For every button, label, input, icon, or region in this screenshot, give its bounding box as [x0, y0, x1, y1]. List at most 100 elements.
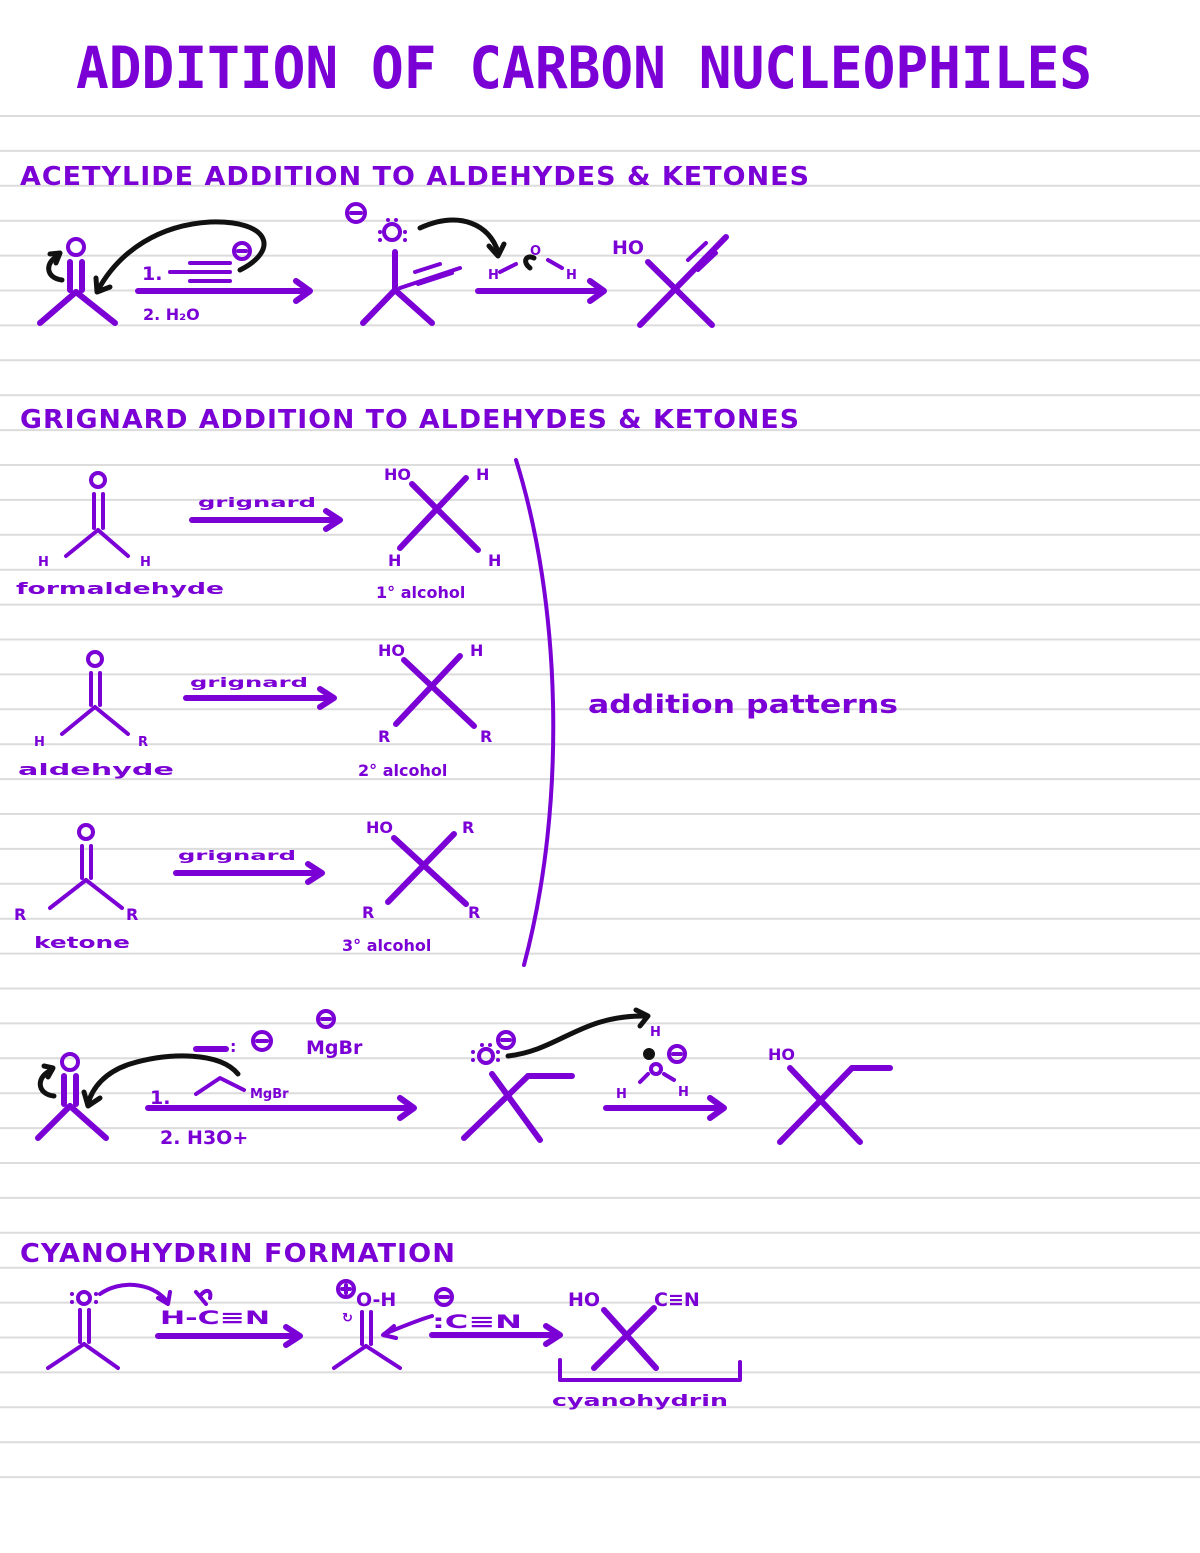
grignard-row-aldehyde: H R aldehyde grignard HO H R R 2° alcoho… — [18, 641, 492, 780]
oxocarbenium-intermediate-structure: O-H ↻ — [332, 1279, 402, 1370]
substituent-label: H — [34, 735, 45, 750]
substituent-label: R — [468, 903, 480, 922]
reagent-hcn: H-C≡N — [160, 1307, 270, 1329]
oxygen-atom — [66, 237, 86, 257]
nucleophile-curved-arrow-icon — [85, 1053, 241, 1107]
substituent-label: R — [138, 735, 148, 750]
arrowhead-icon — [633, 1007, 651, 1029]
reagent-step-2: 2. H₂O — [143, 305, 200, 324]
tertiary-alcohol-product-structure: HO — [768, 1045, 893, 1145]
product-bracket — [558, 1358, 742, 1382]
curved-arrow-icon — [98, 1282, 168, 1302]
section-heading-acetylide: ACETYLIDE ADDITION TO ALDEHYDES & KETONE… — [20, 162, 810, 192]
reaction-arrow-icon — [317, 686, 337, 710]
proton-transfer-arrow-icon — [505, 1013, 649, 1059]
arrow-label: grignard — [190, 676, 308, 691]
oxygen-atom — [649, 1062, 663, 1076]
reactant-name: ketone — [34, 933, 130, 952]
substituent-label: R — [462, 818, 474, 837]
negative-charge-icon — [251, 1030, 273, 1052]
arrowhead-icon — [41, 1063, 56, 1080]
grignard-row-ketone: R R ketone grignard HO R R R 3° alcohol — [14, 818, 480, 955]
reagent-mgbr: MgBr — [250, 1087, 289, 1102]
reaction-arrow-icon — [305, 861, 325, 885]
arrowhead-icon — [156, 1290, 172, 1306]
nucleophile-curved-arrow-icon — [95, 219, 267, 293]
section-cyanohydrin: CYANOHYDRIN FORMATION H-C≡N O-H ↻ — [20, 1239, 742, 1410]
arrowhead-icon — [486, 241, 507, 259]
reagent-step-1: 1. — [150, 1087, 170, 1109]
cyanide-ion: :C≡N — [432, 1311, 522, 1333]
arrowhead-icon — [93, 275, 113, 295]
hydronium-ion: H H H — [616, 1025, 689, 1102]
grignard-row-formaldehyde: H H formaldehyde grignard HO H H H 1° al… — [16, 465, 501, 602]
substituent-label: HO — [384, 465, 411, 484]
reaction-arrow-icon — [293, 278, 313, 304]
substituent-label: H — [388, 551, 401, 570]
arrow-label: grignard — [178, 849, 296, 864]
oxygen-atom — [76, 1290, 92, 1306]
carbanion-lone-pair: : — [230, 1037, 236, 1056]
cyanohydrin-product-structure: HO C≡N cyanohydrin — [552, 1289, 742, 1410]
reagent-step-2: 2. H3O+ — [160, 1127, 248, 1149]
curved-arrow-icon — [643, 1048, 655, 1060]
reaction-arrow-icon — [323, 508, 343, 532]
product-name: cyanohydrin — [552, 1391, 728, 1410]
reaction-arrow-icon — [587, 278, 607, 304]
section-grignard-mechanism: : MgBr 1. MgBr 2. H3O+ H — [35, 1007, 893, 1149]
alkoxide-intermediate-structure — [461, 1030, 575, 1143]
negative-charge-icon — [345, 202, 367, 224]
hydroxyl-group-label: O-H — [356, 1289, 396, 1311]
hydronium-hydrogen: H — [650, 1025, 661, 1040]
positive-charge-icon — [667, 1044, 687, 1064]
product-name: 3° alcohol — [342, 936, 431, 955]
propargyl-alcohol-product-structure: HO — [612, 234, 729, 328]
resonance-arrow: ↻ — [342, 1311, 353, 1326]
product-name: 1° alcohol — [376, 583, 465, 602]
oxygen-atom — [86, 650, 104, 668]
hydronium-hydrogen: H — [678, 1085, 689, 1100]
reaction-arrow-icon — [707, 1095, 727, 1121]
oxygen-atom — [77, 823, 95, 841]
ethyl-chain — [194, 1076, 246, 1096]
oxygen-atom — [60, 1052, 80, 1072]
section-acetylide: ACETYLIDE ADDITION TO ALDEHYDES & KETONE… — [20, 162, 810, 328]
arrowhead-icon — [81, 1089, 103, 1109]
substituent-label: H — [470, 641, 483, 660]
substituent-label: R — [378, 727, 390, 746]
ketone-reactant-structure — [37, 237, 118, 326]
substituent-label: H — [488, 551, 501, 570]
substituent-label: HO — [366, 818, 393, 837]
oxygen-atom — [89, 471, 107, 489]
hydroxyl-group-label: HO — [768, 1045, 795, 1064]
curved-arrow-icon — [46, 253, 65, 283]
hydroxyl-group-label: HO — [612, 237, 644, 259]
water-hydrogen: H — [566, 268, 577, 283]
ketone-reactant-structure — [35, 1052, 109, 1141]
product-name: 2° alcohol — [358, 761, 447, 780]
water-hydrogen: H — [488, 268, 499, 283]
negative-charge-icon — [232, 241, 252, 261]
positive-charge-icon — [316, 1009, 336, 1029]
substituent-label: R — [126, 905, 138, 924]
nucleophile-arrow-icon — [382, 1314, 434, 1336]
arrowhead-icon — [381, 1324, 398, 1340]
arrowhead-icon — [47, 250, 63, 266]
bond-break-arrow-icon — [523, 254, 537, 271]
oxygen-atom — [382, 222, 402, 242]
addition-patterns-bracket — [514, 458, 556, 967]
reaction-arrow-icon — [543, 1323, 563, 1347]
substituent-label: H — [140, 555, 151, 570]
substituent-label: R — [480, 727, 492, 746]
arrow-label: grignard — [198, 496, 316, 511]
substituent-label: H — [476, 465, 489, 484]
reaction-arrow-icon — [397, 1095, 417, 1121]
page-title: ADDITION OF CARBON NUCLEOPHILES — [76, 34, 1092, 102]
negative-charge-icon — [496, 1030, 516, 1050]
positive-charge-icon — [336, 1279, 356, 1299]
substituent-label: R — [362, 903, 374, 922]
substituent-label: HO — [378, 641, 405, 660]
negative-charge-icon — [434, 1287, 454, 1307]
